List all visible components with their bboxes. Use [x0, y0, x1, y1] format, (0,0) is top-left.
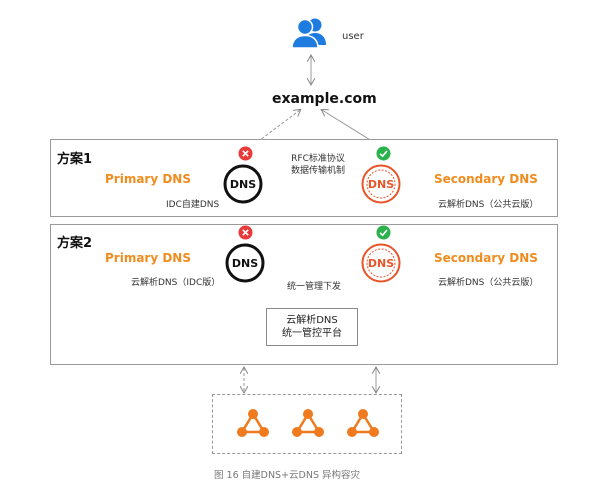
dns-icon-text: DNS: [230, 178, 256, 191]
nodes-box: [212, 394, 402, 454]
user-icon: [291, 18, 326, 49]
sync-label: 统一管理下发: [287, 282, 342, 292]
transfer-label: RFC标准协议 数据传输机制: [283, 153, 353, 177]
scheme2-secondary-sublabel: 云解析DNS（公共云版）: [438, 278, 539, 288]
network-node-icon: [347, 409, 379, 437]
scheme1-primary-label: Primary DNS: [105, 172, 191, 186]
dns-icon-text: DNS: [368, 178, 394, 191]
dns-icon-text: DNS: [368, 257, 394, 270]
check-icon: [376, 225, 391, 240]
scheme2-title: 方案2: [57, 236, 93, 251]
dns-icon-text: DNS: [232, 257, 258, 270]
network-node-icon: [237, 409, 269, 437]
scheme1-secondary-sublabel: 云解析DNS（公共云版）: [438, 200, 539, 210]
check-icon: [376, 146, 391, 161]
figure-caption: 图 16 自建DNS+云DNS 异构容灾: [214, 470, 361, 481]
scheme1-secondary-label: Secondary DNS: [434, 172, 538, 186]
scheme1-primary-sublabel: IDC自建DNS: [166, 200, 220, 210]
dns-orange-icon: DNS: [361, 243, 401, 283]
transfer-label-line1: RFC标准协议: [291, 154, 345, 164]
platform-line2: 统一管控平台: [282, 328, 342, 339]
scheme1-box: [50, 139, 558, 217]
network-node-icon: [292, 409, 324, 437]
management-platform-box: 云解析DNS 统一管控平台: [266, 308, 358, 346]
scheme2-primary-label: Primary DNS: [105, 251, 191, 265]
error-icon: [238, 225, 253, 240]
user-label: user: [342, 31, 364, 42]
error-icon: [238, 146, 253, 161]
dns-black-icon: DNS: [225, 243, 265, 283]
platform-line1: 云解析DNS: [286, 315, 338, 326]
dns-black-icon: DNS: [223, 164, 263, 204]
dns-orange-icon: DNS: [361, 164, 401, 204]
scheme1-title: 方案1: [57, 152, 93, 167]
scheme2-primary-sublabel: 云解析DNS（IDC版）: [131, 278, 221, 288]
domain-label: example.com: [272, 91, 377, 107]
transfer-label-line2: 数据传输机制: [290, 166, 345, 176]
scheme2-secondary-label: Secondary DNS: [434, 251, 538, 265]
